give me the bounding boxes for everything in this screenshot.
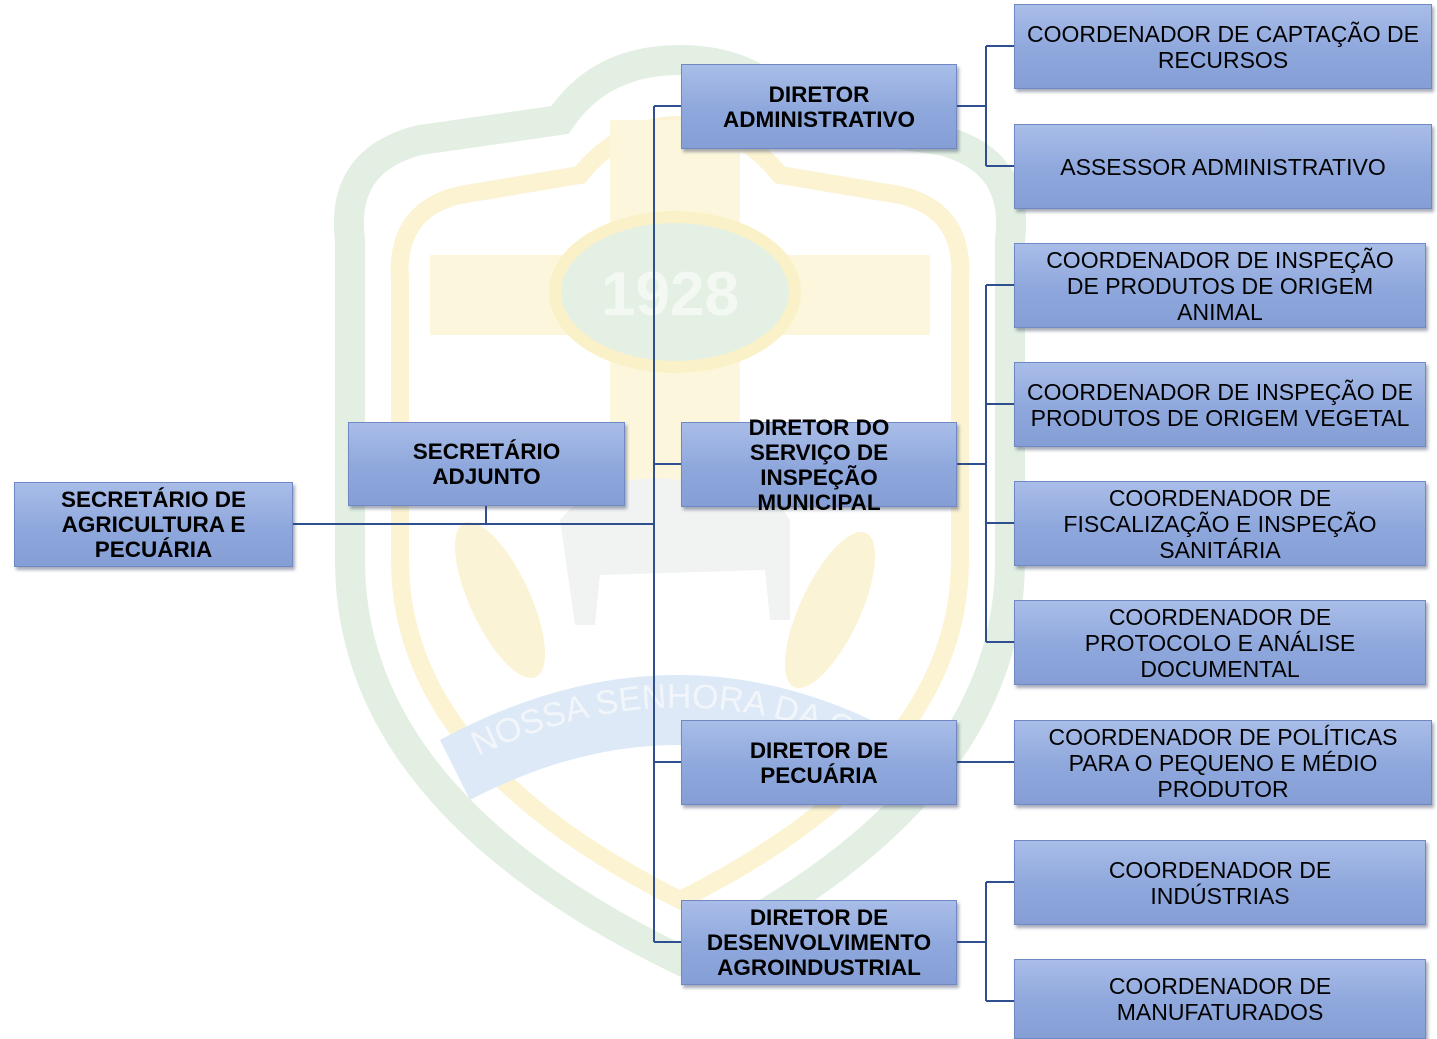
director-box-livestock: DIRETOR DE PECUÁRIA: [681, 720, 957, 805]
coordinator-label: COORDENADOR DE FISCALIZAÇÃO E INSPEÇÃO S…: [1063, 484, 1377, 563]
coordinator-label: ASSESSOR ADMINISTRATIVO: [1060, 153, 1386, 180]
cow-silhouette: [560, 478, 790, 625]
shield-outline: [333, 44, 1027, 977]
coordinator-box-fundraising: COORDENADOR DE CAPTAÇÃO DE RECURSOS: [1014, 4, 1432, 89]
corn-right: [784, 531, 876, 689]
director-label: DIRETOR DO SERVIÇO DE INSPEÇÃO MUNICIPAL: [748, 414, 890, 515]
coordinator-label: COORDENADOR DE PROTOCOLO E ANÁLISE DOCUM…: [1084, 603, 1356, 682]
director-4-coord-bus: [957, 881, 1014, 1002]
root-box-secretary: SECRETÁRIO DE AGRICULTURA E PECUÁRIA: [14, 482, 293, 567]
director-box-agroindustrial: DIRETOR DE DESENVOLVIMENTO AGROINDUSTRIA…: [681, 900, 957, 985]
coordinator-box-vegetable-products: COORDENADOR DE INSPEÇÃO DE PRODUTOS DE O…: [1014, 362, 1426, 447]
root-label: SECRETÁRIO DE AGRICULTURA E PECUÁRIA: [60, 487, 247, 562]
coordinator-box-admin-assistant: ASSESSOR ADMINISTRATIVO: [1014, 124, 1432, 209]
director-box-administrative: DIRETOR ADMINISTRATIVO: [681, 64, 957, 149]
medallion: [549, 211, 801, 373]
corn-left: [454, 521, 546, 679]
coordinator-label: COORDENADOR DE POLÍTICAS PARA O PEQUENO …: [1048, 723, 1398, 802]
watermark-year: 1928: [601, 260, 739, 329]
coordinator-label: COORDENADOR DE INDÚSTRIAS: [1108, 856, 1332, 909]
shield-inner-outline: [390, 115, 970, 911]
coordinator-box-protocol: COORDENADOR DE PROTOCOLO E ANÁLISE DOCUM…: [1014, 600, 1426, 685]
coordinator-label: COORDENADOR DE MANUFATURADOS: [1108, 973, 1332, 1025]
coordinator-label: COORDENADOR DE INSPEÇÃO DE PRODUTOS DE O…: [1027, 378, 1413, 431]
director-label: DIRETOR DE PECUÁRIA: [749, 737, 889, 788]
director-1-coord-bus: [957, 45, 1014, 167]
coordinator-label: COORDENADOR DE INSPEÇÃO DE PRODUTOS DE O…: [1046, 246, 1394, 325]
director-label: DIRETOR DE DESENVOLVIMENTO AGROINDUSTRIA…: [706, 905, 932, 980]
director-2-coord-bus: [957, 284, 1014, 643]
ribbon: [440, 675, 910, 800]
director-label: DIRETOR ADMINISTRATIVO: [722, 81, 916, 132]
adjunct-box: SECRETÁRIO ADJUNTO: [348, 422, 625, 506]
coordinator-box-manufactured: COORDENADOR DE MANUFATURADOS: [1014, 959, 1426, 1039]
coordinator-box-small-producer: COORDENADOR DE POLÍTICAS PARA O PEQUENO …: [1014, 720, 1432, 805]
coordinator-box-sanitary-inspection: COORDENADOR DE FISCALIZAÇÃO E INSPEÇÃO S…: [1014, 481, 1426, 566]
coordinator-box-industries: COORDENADOR DE INDÚSTRIAS: [1014, 840, 1426, 925]
adjunct-label: SECRETÁRIO ADJUNTO: [412, 439, 561, 489]
coordinator-label: COORDENADOR DE CAPTAÇÃO DE RECURSOS: [1027, 21, 1419, 73]
director-box-inspection: DIRETOR DO SERVIÇO DE INSPEÇÃO MUNICIPAL: [681, 415, 957, 515]
coordinator-box-animal-products: COORDENADOR DE INSPEÇÃO DE PRODUTOS DE O…: [1014, 243, 1426, 328]
